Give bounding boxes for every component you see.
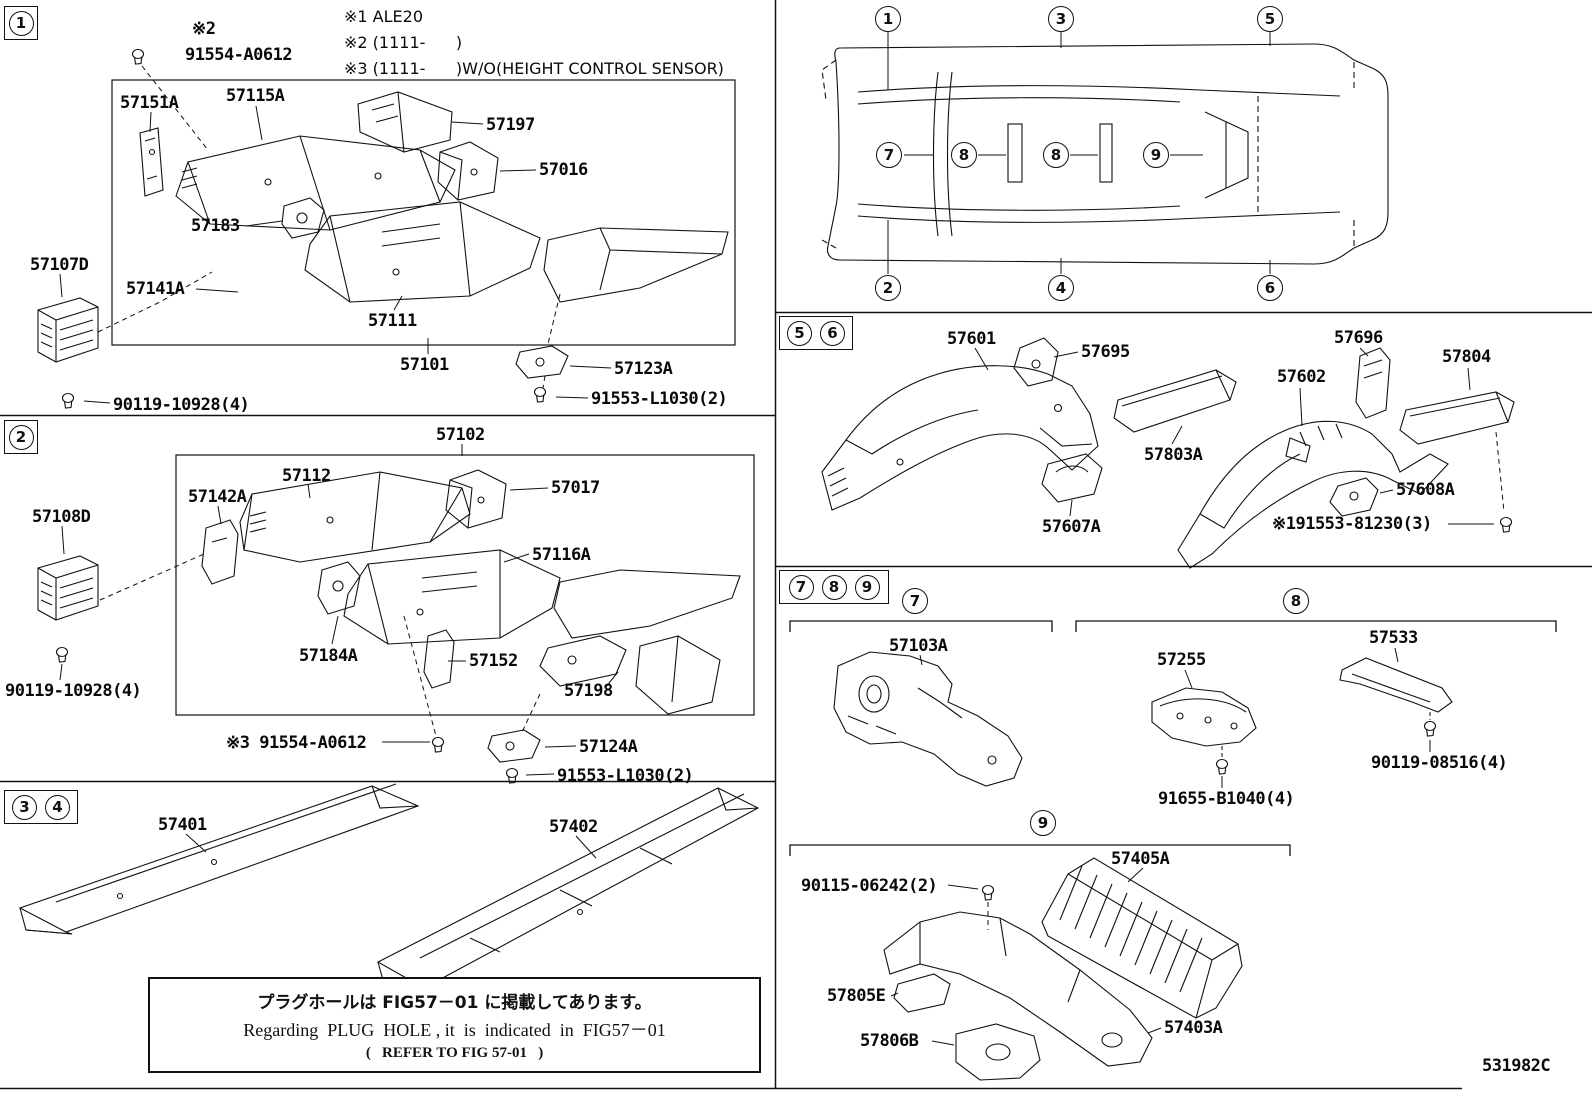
section-4-badge: 4 xyxy=(45,794,70,820)
section-3-4-badge-box: 3 4 xyxy=(4,790,78,824)
plug-hole-note-box: プラグホールは FIG57－01 に掲載してあります。 Regarding PL… xyxy=(148,977,761,1073)
part-label-57103a: 57103A xyxy=(889,636,948,656)
part-label-57101: 57101 xyxy=(400,355,449,375)
section-2-badge-box: 2 xyxy=(4,420,38,454)
part-label-57696: 57696 xyxy=(1334,328,1383,348)
part-label-91553-81230: ※191553-81230(3) xyxy=(1272,514,1432,534)
car-callout-8a: 8 xyxy=(951,142,977,168)
part-label-57806b: 57806B xyxy=(860,1031,919,1051)
part-label-57108d: 57108D xyxy=(32,507,91,527)
car-callout-6: 6 xyxy=(1257,275,1283,301)
part-label-57102: 57102 xyxy=(436,425,485,445)
section-5-badge: 5 xyxy=(787,320,812,346)
part-label-57533: 57533 xyxy=(1369,628,1418,648)
ref-mark-2: ※2 xyxy=(192,19,216,39)
part-label-57183: 57183 xyxy=(191,216,240,236)
section-3-badge: 3 xyxy=(12,794,37,820)
part-label-91553-l1030: 91553-L1030(2) xyxy=(591,389,728,409)
part-label-57016: 57016 xyxy=(539,160,588,180)
part-label-57017: 57017 xyxy=(551,478,600,498)
plug-note-reference: ( REFER TO FIG 57-01 ) xyxy=(365,1045,544,1061)
car-callout-2: 2 xyxy=(875,275,901,301)
section-2-badge: 2 xyxy=(8,424,34,450)
car-callout-8b: 8 xyxy=(1043,142,1069,168)
part-label-57152: 57152 xyxy=(469,651,518,671)
subsection-9-callout: 9 xyxy=(1030,810,1056,836)
plug-note-japanese: プラグホールは FIG57－01 に掲載してあります。 xyxy=(257,993,652,1013)
section-9-badge: 9 xyxy=(854,574,880,600)
part-label-57805e: 57805E xyxy=(827,986,886,1006)
part-label-57602: 57602 xyxy=(1277,367,1326,387)
part-label-57111: 57111 xyxy=(368,311,417,331)
part-label-57403a: 57403A xyxy=(1164,1018,1223,1038)
part-label-57151a: 57151A xyxy=(120,93,179,113)
part-label-57197: 57197 xyxy=(486,115,535,135)
part-label-57184a: 57184A xyxy=(299,646,358,666)
part-label-57255: 57255 xyxy=(1157,650,1206,670)
car-callout-5: 5 xyxy=(1257,6,1283,32)
part-label-57123a: 57123A xyxy=(614,359,673,379)
subsection-8-callout: 8 xyxy=(1283,588,1309,614)
part-label-91554-a0612-2: ※3 91554-A0612 xyxy=(226,733,367,753)
part-label-57112: 57112 xyxy=(282,466,331,486)
part-label-57608a: 57608A xyxy=(1396,480,1455,500)
part-label-57402: 57402 xyxy=(549,817,598,837)
car-callout-3: 3 xyxy=(1048,6,1074,32)
part-label-57695: 57695 xyxy=(1081,342,1130,362)
note-date-range: ※2 (1111- ) xyxy=(344,33,463,52)
part-label-57198: 57198 xyxy=(564,681,613,701)
car-callout-7: 7 xyxy=(876,142,902,168)
section-1-badge: 1 xyxy=(8,10,34,36)
part-label-57107d: 57107D xyxy=(30,255,89,275)
part-label-90119-10928: 90119-10928(4) xyxy=(113,395,250,415)
part-label-57601: 57601 xyxy=(947,329,996,349)
part-label-57142a: 57142A xyxy=(188,487,247,507)
car-callout-9: 9 xyxy=(1143,142,1169,168)
section-7-8-9-badge-box: 7 8 9 xyxy=(779,570,889,604)
plug-note-english: Regarding PLUG HOLE , it is indicated in… xyxy=(243,1020,666,1040)
note-ale20: ※1 ALE20 xyxy=(344,7,423,26)
part-label-57124a: 57124A xyxy=(579,737,638,757)
note-height-sensor: ※3 (1111- )W/O(HEIGHT CONTROL SENSOR) xyxy=(344,59,724,78)
part-label-90119-10928-2: 90119-10928(4) xyxy=(5,681,142,701)
figure-doc-code: 531982C xyxy=(1482,1056,1551,1076)
part-label-90115-06242: 90115-06242(2) xyxy=(801,876,938,896)
part-label-91655-b1040: 91655-B1040(4) xyxy=(1158,789,1295,809)
section-7-badge: 7 xyxy=(788,574,814,600)
part-label-57115a: 57115A xyxy=(226,86,285,106)
car-callout-4: 4 xyxy=(1048,275,1074,301)
part-label-57405a: 57405A xyxy=(1111,849,1170,869)
section-1-badge-box: 1 xyxy=(4,6,38,40)
part-label-57607a: 57607A xyxy=(1042,517,1101,537)
car-callout-1: 1 xyxy=(875,6,901,32)
part-label-91554-a0612: 91554-A0612 xyxy=(185,45,293,65)
part-label-90119-08516: 90119-08516(4) xyxy=(1371,753,1508,773)
section-8-badge: 8 xyxy=(821,574,847,600)
section-5-6-badge-box: 5 6 xyxy=(779,316,853,350)
part-label-57116a: 57116A xyxy=(532,545,591,565)
part-label-57803a: 57803A xyxy=(1144,445,1203,465)
part-label-57141a: 57141A xyxy=(126,279,185,299)
part-label-57401: 57401 xyxy=(158,815,207,835)
subsection-7-callout: 7 xyxy=(902,588,928,614)
part-label-57804: 57804 xyxy=(1442,347,1491,367)
part-label-91553-l1030-2: 91553-L1030(2) xyxy=(557,766,694,786)
section-6-badge: 6 xyxy=(820,320,845,346)
